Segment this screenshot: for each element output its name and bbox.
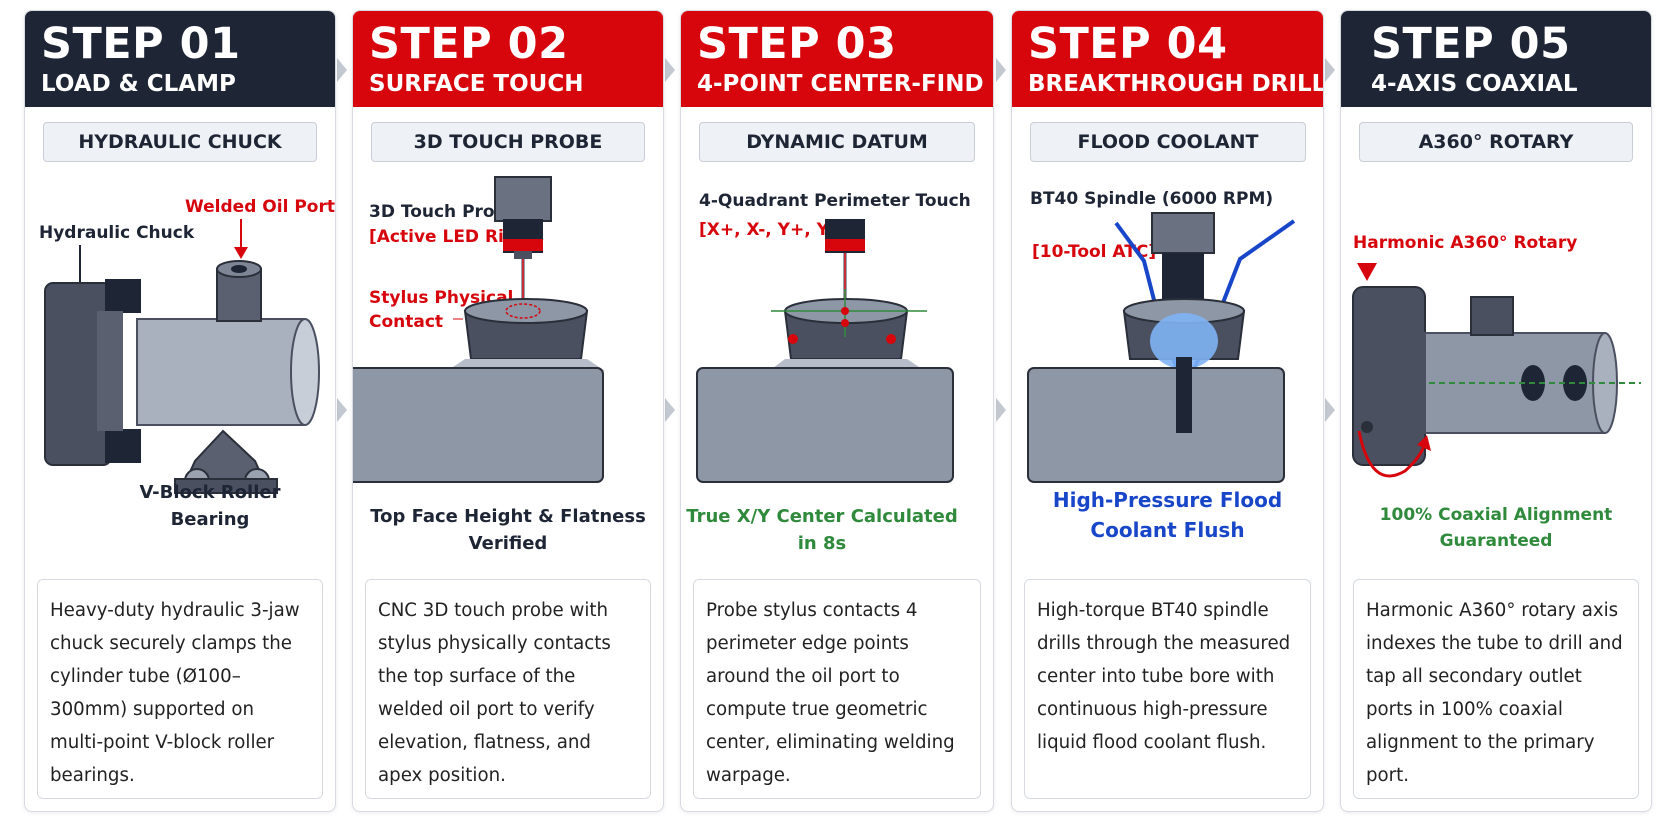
step-panel-4: STEP 04 BREAKTHROUGH DRILL FLOOD COOLANT…: [1011, 10, 1324, 812]
step-number: STEP 03: [697, 19, 897, 69]
step-title: LOAD & CLAMP: [41, 71, 236, 97]
step-caption: V-Block Roller Bearing: [139, 482, 281, 530]
step-title: BREAKTHROUGH DRILL: [1028, 71, 1324, 97]
step-description: Harmonic A360° rotary axis indexes the t…: [1353, 579, 1639, 799]
step-number: STEP 01: [41, 19, 241, 69]
step-number: STEP 02: [369, 19, 569, 69]
step-caption: High-Pressure Flood Coolant Flush: [1052, 488, 1283, 542]
step-panel-1: STEP 01 LOAD & CLAMP HYDRAULIC CHUCK Hyd…: [24, 10, 336, 812]
step-panel-2: STEP 02 SURFACE TOUCH 3D TOUCH PROBE 3D …: [352, 10, 664, 812]
figure-label: 3D Touch Probe: [369, 202, 518, 222]
rotary-axis-illustration: Harmonic A360° Rotary: [1352, 233, 1641, 478]
figure-label: [Active LED Ring]: [369, 227, 536, 247]
step-description: Probe stylus contacts 4 perimeter edge p…: [693, 579, 981, 799]
figure-label: Hydraulic Chuck: [39, 223, 195, 243]
component-label: FLOOD COOLANT: [1030, 122, 1306, 162]
touch-probe-illustration: 3D Touch Probe [Active LED Ring] Stylus …: [353, 176, 605, 483]
step-number: STEP 04: [1028, 19, 1228, 69]
figure-label: Welded Oil Port: [185, 197, 335, 217]
step-arrow-icon: [665, 58, 675, 422]
step-header: STEP 05 4-AXIS COAXIAL: [1341, 11, 1651, 107]
figure-label: Harmonic A360° Rotary: [1353, 233, 1577, 253]
step-description: Heavy-duty hydraulic 3-jaw chuck securel…: [37, 579, 323, 799]
step-number: STEP 05: [1371, 19, 1571, 69]
figure-label: [10-Tool ATC]: [1032, 242, 1156, 262]
step-title: SURFACE TOUCH: [369, 71, 584, 97]
step-caption: 100% Coaxial Alignment Guaranteed: [1379, 505, 1613, 551]
step-header: STEP 04 BREAKTHROUGH DRILL: [1012, 11, 1323, 107]
step-title: 4-AXIS COAXIAL: [1371, 71, 1578, 97]
step-arrow-icon: [996, 58, 1006, 422]
step-arrow-icon: [337, 58, 347, 422]
flood-coolant-drill-illustration: BT40 Spindle (6000 RPM) [10-Tool ATC]: [1027, 189, 1296, 483]
step-header: STEP 02 SURFACE TOUCH: [353, 11, 663, 107]
component-label: 3D TOUCH PROBE: [371, 122, 645, 162]
center-find-illustration: 4-Quadrant Perimeter Touch [X+, X-, Y+, …: [696, 191, 971, 483]
step-panel-3: STEP 03 4-POINT CENTER-FIND DYNAMIC DATU…: [680, 10, 994, 812]
step-description: High-torque BT40 spindle drills through …: [1024, 579, 1311, 799]
component-label: HYDRAULIC CHUCK: [43, 122, 317, 162]
figure-label: BT40 Spindle (6000 RPM): [1030, 189, 1273, 209]
indicator-arrow-icon: [1357, 263, 1377, 281]
figure-label: 4-Quadrant Perimeter Touch: [699, 191, 971, 211]
step-header: STEP 01 LOAD & CLAMP: [25, 11, 335, 107]
step-title: 4-POINT CENTER-FIND: [697, 71, 984, 97]
step-arrow-icon: [1325, 58, 1335, 422]
step-description: CNC 3D touch probe with stylus physicall…: [365, 579, 651, 799]
step-caption: True X/Y Center Calculated in 8s: [686, 506, 958, 554]
component-label: A360° ROTARY: [1359, 122, 1633, 162]
step-caption: Top Face Height & Flatness Verified: [370, 506, 646, 554]
step-header: STEP 03 4-POINT CENTER-FIND: [681, 11, 993, 107]
figure-label: [X+, X-, Y+, Y-]: [699, 220, 841, 240]
figure-label: Contact: [369, 312, 443, 332]
step-panel-5: STEP 05 4-AXIS COAXIAL A360° ROTARY Harm…: [1340, 10, 1652, 812]
component-label: DYNAMIC DATUM: [699, 122, 975, 162]
chuck-clamp-illustration: Hydraulic Chuck Welded Oil Port: [39, 197, 335, 494]
